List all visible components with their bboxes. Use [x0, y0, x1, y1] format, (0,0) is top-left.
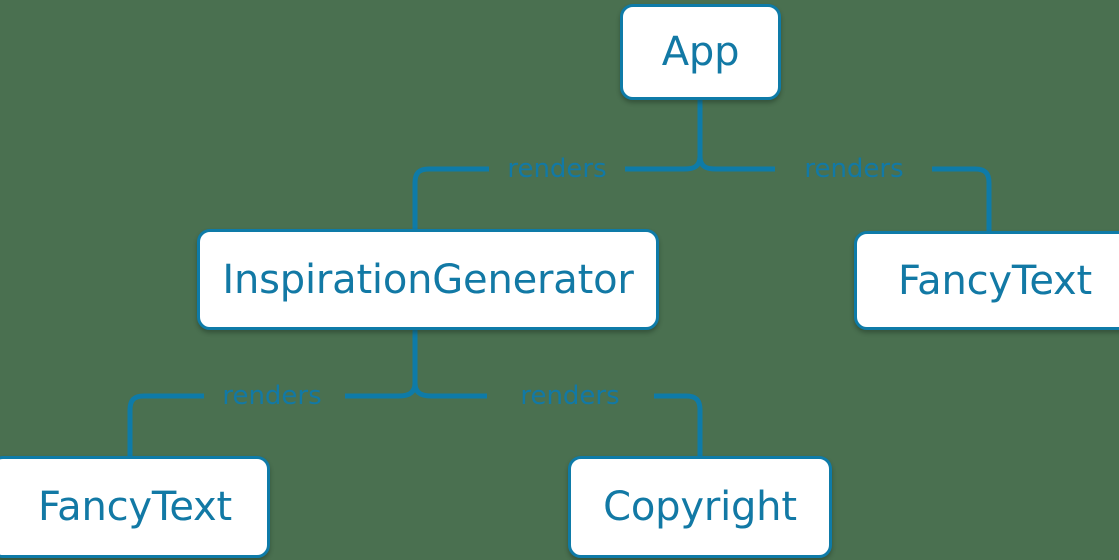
node-fancytext-right[interactable]: FancyText — [854, 231, 1119, 330]
edge-ig-to-copyright-left-seg — [412, 382, 487, 399]
edge-label-app-to-inspirationgenerator: renders — [507, 154, 607, 184]
node-fancytext-bottom-label: FancyText — [38, 484, 232, 530]
edge-app-to-inspirationgenerator-right-seg — [625, 155, 703, 172]
edge-app-to-inspirationgenerator-left-seg — [412, 166, 489, 229]
node-copyright-label: Copyright — [603, 484, 797, 530]
node-fancytext-right-label: FancyText — [898, 257, 1092, 304]
edge-app-to-fancytext-right-left-seg — [697, 155, 775, 172]
edge-ig-to-fancytext-bottom-right-seg — [345, 382, 418, 399]
node-app-label: App — [661, 29, 740, 75]
edge-app-to-fancytext-right-right-seg — [932, 166, 992, 231]
node-inspirationgenerator-label: InspirationGenerator — [222, 256, 634, 303]
edge-label-app-to-fancytext-right: renders — [804, 154, 904, 184]
node-app[interactable]: App — [620, 4, 781, 100]
edge-label-inspirationgenerator-to-fancytext-bottom: renders — [222, 381, 322, 411]
node-copyright[interactable]: Copyright — [568, 456, 832, 558]
edge-ig-to-fancytext-bottom-left-seg — [127, 393, 204, 456]
node-fancytext-bottom[interactable]: FancyText — [0, 456, 270, 558]
node-inspirationgenerator[interactable]: InspirationGenerator — [197, 229, 659, 330]
edge-label-inspirationgenerator-to-copyright: renders — [520, 381, 620, 411]
edge-ig-to-copyright-right-seg — [654, 393, 703, 456]
